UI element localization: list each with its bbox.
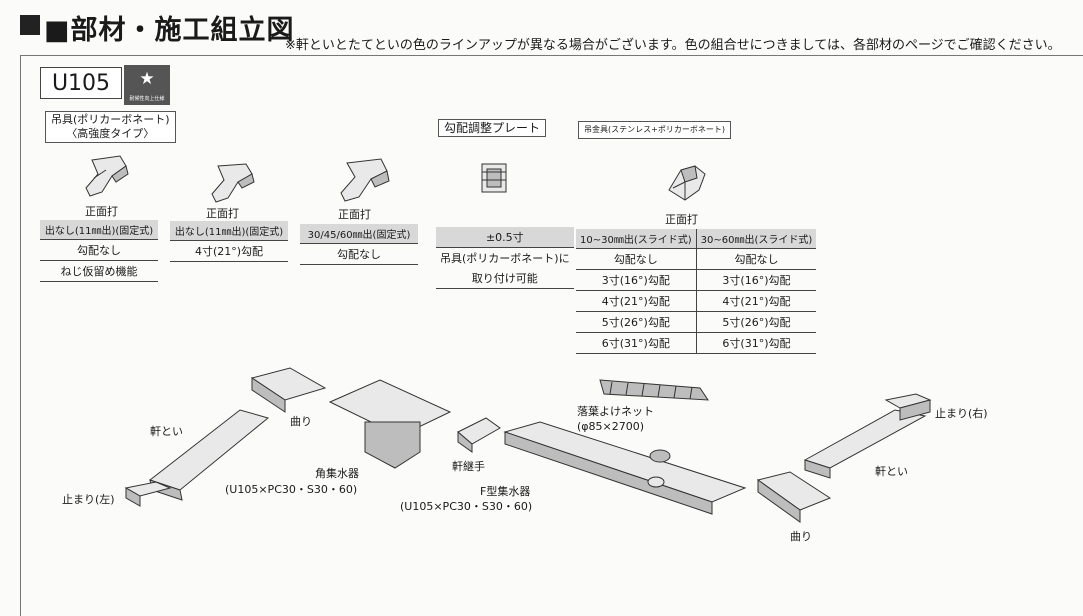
star-icon: ★ — [139, 69, 155, 89]
hook3-row: 30/45/60㎜出(固定式) — [300, 224, 418, 244]
label-square-outlet-spec: (U105×PC30・S30・60) — [225, 483, 358, 496]
page-title: ■部材・施工組立図 — [44, 15, 295, 46]
label-corner-top: 曲り — [290, 415, 312, 428]
hook4-cell: 4寸(21°)勾配 — [576, 290, 697, 312]
weather-badge: ★ 耐候性向上仕様 — [124, 65, 170, 105]
hook4-header: 10~30㎜出(スライド式) — [576, 229, 697, 249]
hook4-cell: 5寸(26°)勾配 — [576, 311, 697, 333]
hook3-caption: 正面打 — [338, 208, 371, 221]
label-end-cap-left: 止まり(左) — [62, 493, 115, 506]
label-gutter-right: 軒とい — [875, 465, 908, 478]
label-gutter-left: 軒とい — [150, 425, 183, 438]
hook4-illustration — [668, 165, 706, 201]
gutter-left — [148, 409, 270, 491]
hook4-cell: 4寸(21°)勾配 — [696, 290, 817, 312]
label-corner-bottom: 曲り — [790, 530, 812, 543]
hook4-cell: 6寸(31°)勾配 — [696, 332, 817, 354]
hook4-title: 吊金具(ステンレス+ポリカーボネート) — [578, 121, 731, 139]
label-f-outlet: F型集水器 — [480, 485, 531, 498]
hook1-row: 出なし(11㎜出)(固定式) — [40, 220, 158, 240]
hook1-spec-table: 出なし(11㎜出)(固定式) 勾配なし ねじ仮留め機能 — [40, 220, 158, 282]
hook1-caption: 正面打 — [85, 205, 118, 218]
plate-row: ±0.5寸 — [436, 227, 574, 248]
label-f-outlet-spec: (U105×PC30・S30・60) — [400, 500, 533, 513]
product-code: U105 — [40, 67, 122, 99]
header-square-icon — [20, 15, 40, 35]
assembly-drawing — [124, 367, 932, 523]
hook4-cell: 3寸(16°)勾配 — [696, 269, 817, 291]
plate-illustration — [481, 163, 507, 193]
label-joint: 軒継手 — [452, 460, 485, 473]
hook4-header: 30~60㎜出(スライド式) — [696, 229, 817, 249]
hook3-spec-table: 30/45/60㎜出(固定式) 勾配なし — [300, 224, 418, 265]
hook4-spec-table: 10~30㎜出(スライド式) 30~60㎜出(スライド式) 勾配なし勾配なし 3… — [576, 229, 817, 354]
hook1-title-line2: 〈高強度タイプ〉 — [66, 127, 155, 140]
hook3-row: 勾配なし — [300, 243, 418, 265]
hook1-row: ねじ仮留め機能 — [40, 260, 158, 282]
leaf-net — [599, 379, 709, 401]
hook4-cell: 5寸(26°)勾配 — [696, 311, 817, 333]
label-square-outlet: 角集水器 — [315, 467, 359, 480]
plate-title: 勾配調整プレート — [438, 119, 547, 137]
hook2-row: 4寸(21°)勾配 — [170, 240, 288, 262]
hook4-cell: 勾配なし — [576, 248, 697, 270]
label-end-cap-right: 止まり(右) — [935, 407, 988, 420]
header-note: ※軒といとたてといの色のラインアップが異なる場合がございます。色の組合せにつきま… — [285, 38, 1061, 53]
label-leaf-net: 落葉よけネット — [577, 405, 654, 418]
hook4-cell: 6寸(31°)勾配 — [576, 332, 697, 354]
hook4-caption: 正面打 — [665, 213, 698, 226]
hook1-illustration — [85, 155, 129, 197]
hook3-illustration — [340, 158, 390, 202]
hook1-title: 吊具(ポリカーボネート) 〈高強度タイプ〉 — [45, 111, 176, 143]
hook2-row: 出なし(11㎜出)(固定式) — [170, 221, 288, 241]
gutter-center — [503, 421, 747, 503]
hook2-spec-table: 出なし(11㎜出)(固定式) 4寸(21°)勾配 — [170, 221, 288, 262]
hook4-cell: 3寸(16°)勾配 — [576, 269, 697, 291]
label-leaf-net-spec: (φ85×2700) — [577, 420, 645, 433]
weather-badge-caption: 耐候性向上仕様 — [129, 96, 165, 102]
hook4-cell: 勾配なし — [696, 248, 817, 270]
content-frame — [20, 55, 1083, 616]
plate-row: 吊具(ポリカーボネート)に — [440, 252, 570, 265]
hook2-caption: 正面打 — [206, 207, 239, 220]
plate-row: 取り付け可能 — [436, 268, 574, 289]
plate-spec-table: ±0.5寸 吊具(ポリカーボネート)に 取り付け可能 — [436, 227, 574, 289]
hook1-title-line1: 吊具(ポリカーボネート) — [51, 113, 170, 126]
gutter-right — [803, 409, 927, 469]
hook2-illustration — [211, 163, 255, 203]
hook1-row: 勾配なし — [40, 239, 158, 261]
